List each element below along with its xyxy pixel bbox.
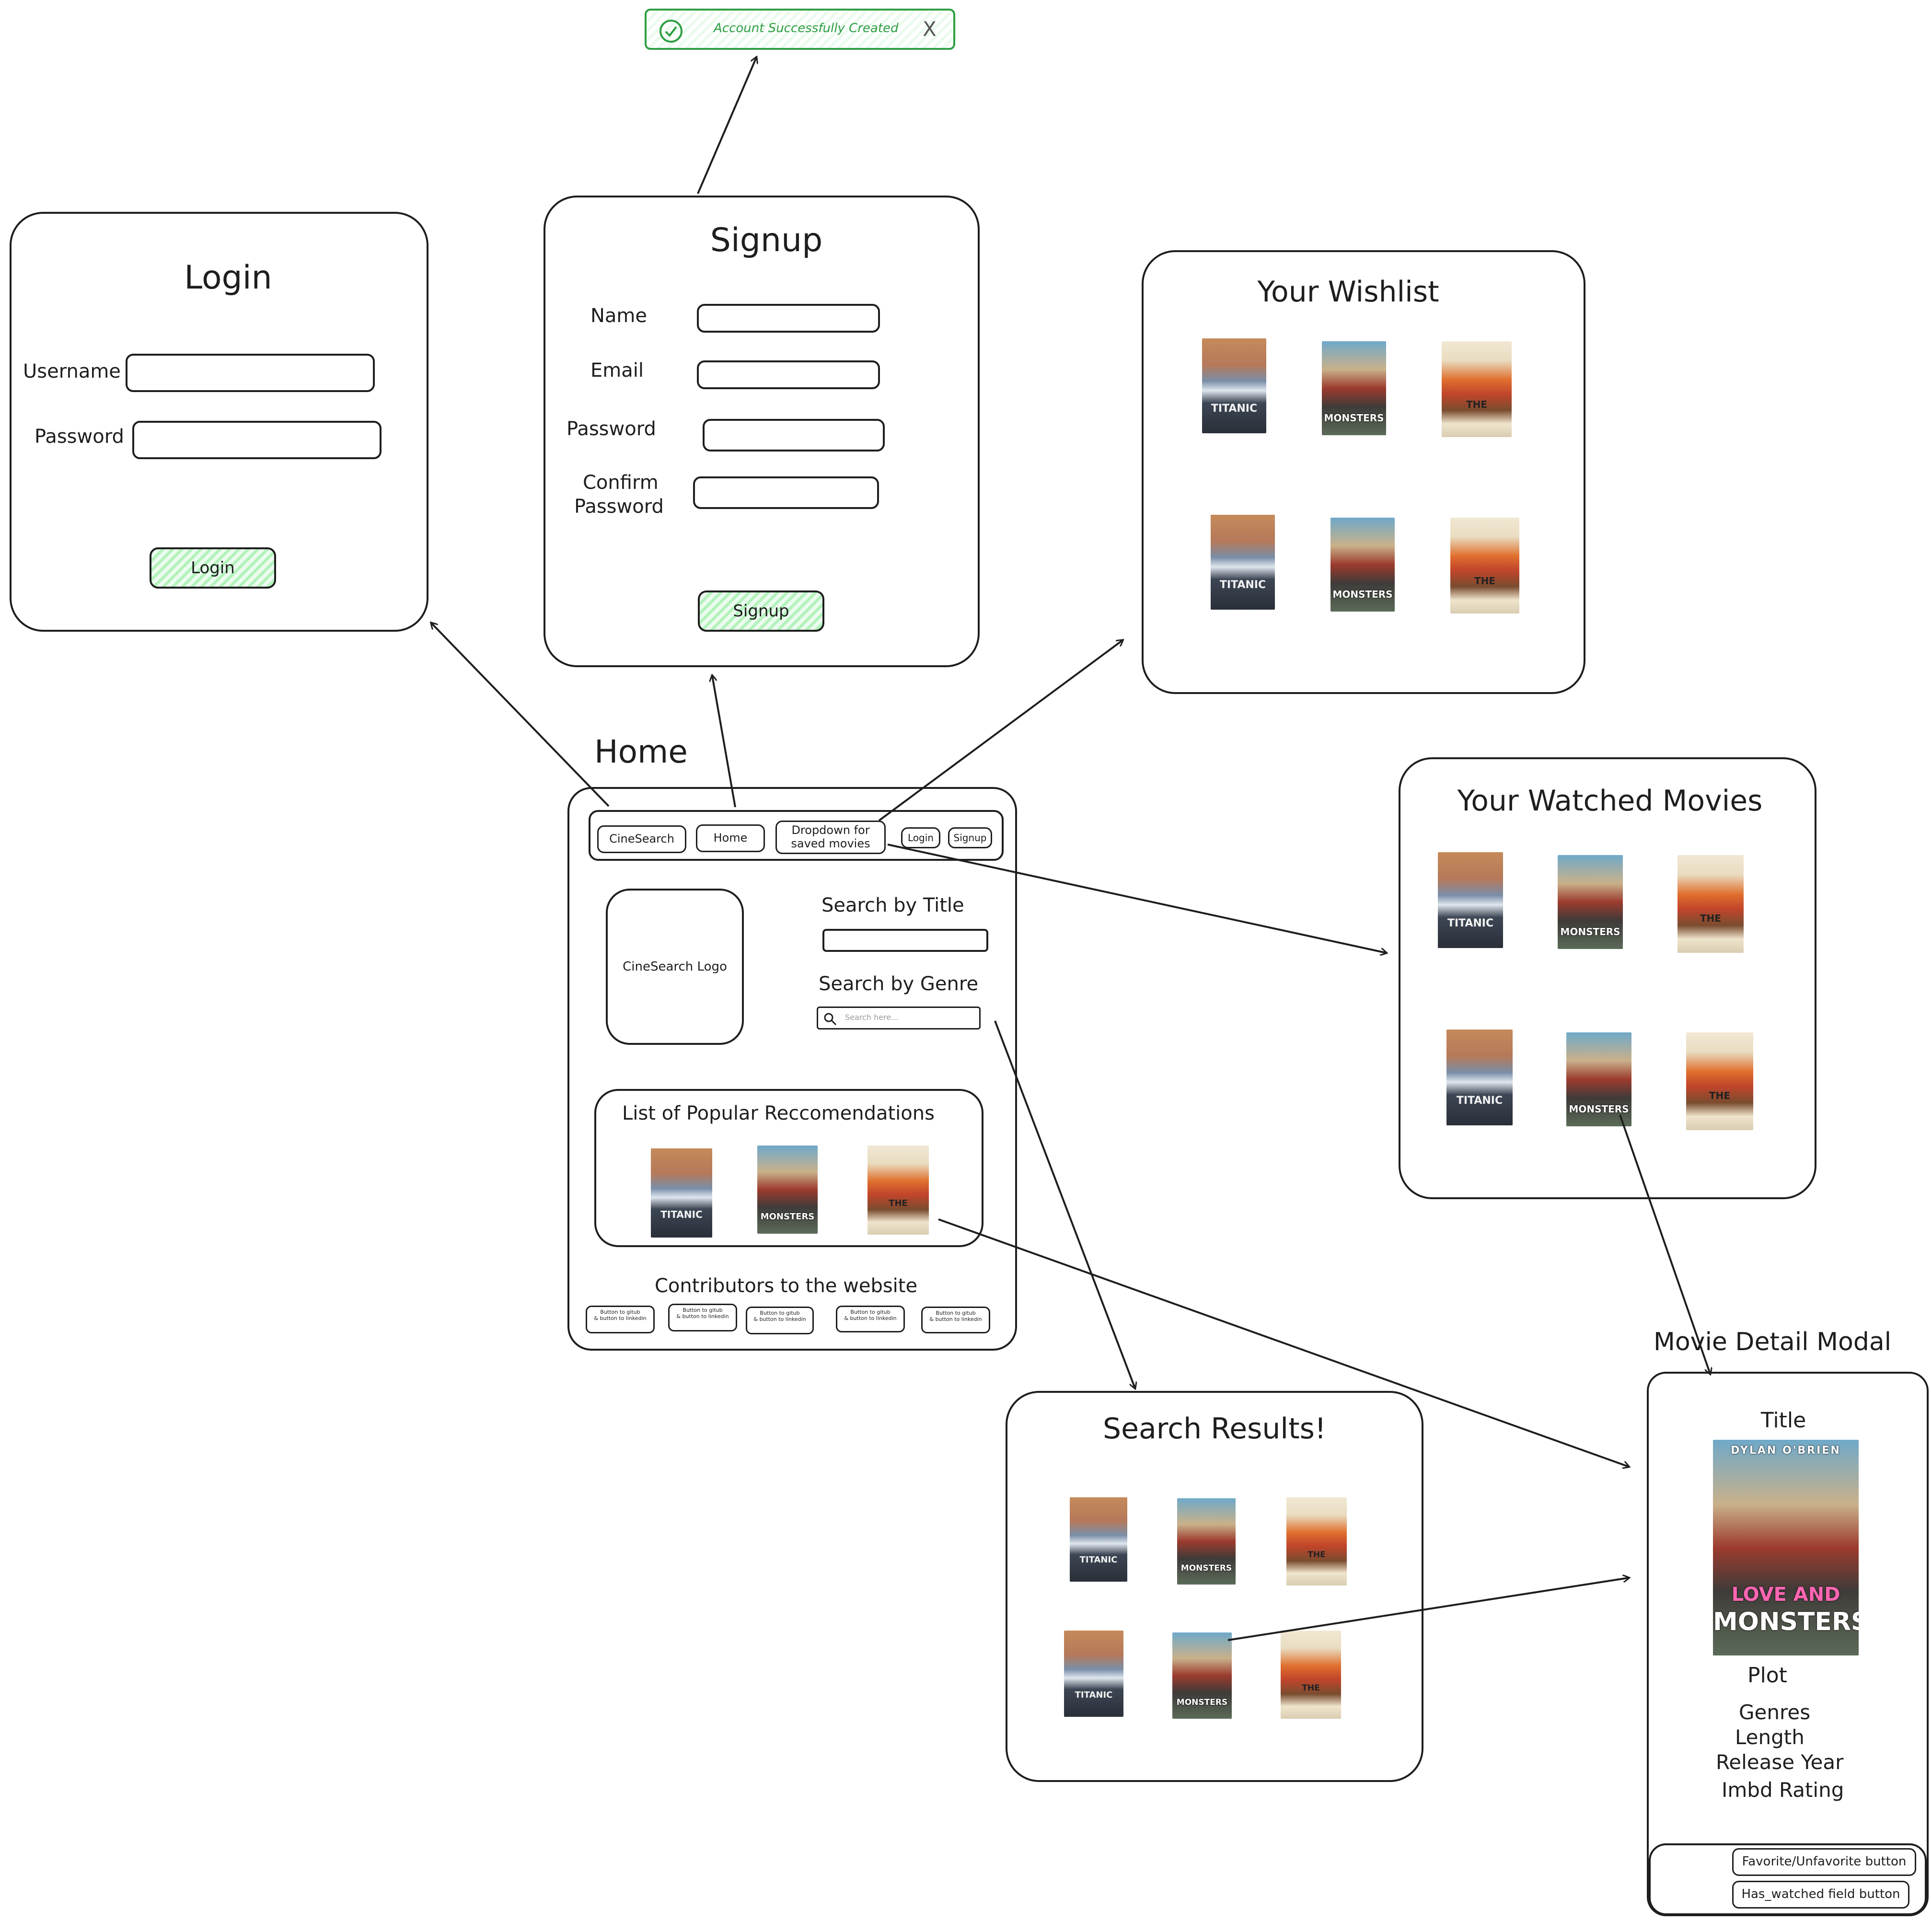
poster-suicide-squad[interactable]: THE <box>1281 1631 1341 1719</box>
wishlist-title: Your Wishlist <box>1257 275 1439 309</box>
contributor-button[interactable]: Button to gitub& button to linkedin <box>746 1307 814 1334</box>
contributor-button[interactable]: Button to gitub& button to linkedin <box>668 1304 737 1331</box>
email-input[interactable] <box>697 360 880 389</box>
poster-suicide-squad[interactable]: THE <box>1677 855 1744 953</box>
poster-suicide-squad[interactable]: THE <box>1442 341 1512 437</box>
signup-button[interactable]: Signup <box>698 590 824 632</box>
home-frame <box>567 787 1017 1351</box>
nav-login[interactable]: Login <box>901 827 940 848</box>
logo-text: CineSearch Logo <box>623 960 727 974</box>
arrow-home-to-login <box>431 623 610 807</box>
search-title-label: Search by Title <box>821 894 964 916</box>
nav-dropdown-line-1: Dropdown for <box>791 823 870 837</box>
nav-signup[interactable]: Signup <box>948 827 992 848</box>
username-input[interactable] <box>126 354 375 392</box>
nav-dropdown[interactable]: Dropdown for saved movies <box>775 821 886 854</box>
search-title-input[interactable] <box>822 929 988 952</box>
modal-rating: Imbd Rating <box>1722 1778 1844 1802</box>
confirm-label-1: Confirm <box>583 472 659 494</box>
nav-brand[interactable]: CineSearch <box>597 825 686 853</box>
arrow-signup-to-toast <box>697 58 756 194</box>
poster-titanic[interactable]: TITANIC <box>1070 1497 1127 1582</box>
check-circle-icon <box>659 20 683 43</box>
contributor-button[interactable]: Button to gitub& button to linkedin <box>586 1306 655 1333</box>
modal-title: Title <box>1760 1408 1806 1433</box>
poster-titanic[interactable]: TITANIC <box>1438 852 1503 948</box>
password-label: Password <box>35 426 124 448</box>
arrow-genre-to-results <box>994 1020 1135 1388</box>
poster-love-and-monsters[interactable]: MONSTERS <box>1558 855 1623 949</box>
close-icon[interactable]: X <box>923 17 937 41</box>
confirm-label-2: Password <box>574 496 664 518</box>
poster-suicide-squad[interactable]: THE <box>868 1146 929 1235</box>
poster-titanic[interactable]: TITANIC <box>1446 1030 1513 1125</box>
navbar <box>589 810 1004 861</box>
favorite-button[interactable]: Favorite/Unfavorite button <box>1732 1848 1916 1876</box>
search-placeholder: Search here... <box>845 1013 899 1022</box>
watched-title: Your Watched Movies <box>1457 784 1763 818</box>
search-genre-label: Search by Genre <box>819 973 979 995</box>
contributor-button[interactable]: Button to gitub& button to linkedin <box>836 1306 905 1332</box>
modal-length: Length <box>1735 1725 1805 1749</box>
email-label: Email <box>590 359 644 382</box>
modal-poster: DYLAN O'BRIEN LOVE AND MONSTERS <box>1713 1440 1859 1655</box>
poster-titanic[interactable]: TITANIC <box>651 1148 712 1238</box>
toast-message: Account Successfully Created <box>714 21 899 35</box>
logo-box: CineSearch Logo <box>606 889 744 1045</box>
search-icon <box>824 1013 837 1026</box>
search-results-title: Search Results! <box>1103 1412 1326 1446</box>
poster-titanic[interactable]: TITANIC <box>1211 515 1275 610</box>
arrow-popular-to-modal <box>938 1218 1629 1467</box>
modal-plot: Plot <box>1747 1663 1787 1688</box>
arrow-results-to-modal <box>1227 1578 1629 1641</box>
contributors-title: Contributors to the website <box>655 1275 918 1297</box>
poster-suicide-squad[interactable]: THE <box>1450 518 1519 613</box>
arrow-dropdown-to-watched <box>887 844 1386 953</box>
signup-title: Signup <box>710 221 823 259</box>
name-label: Name <box>590 305 648 327</box>
poster-love-and-monsters[interactable]: MONSTERS <box>1322 341 1386 435</box>
popular-title: List of Popular Reccomendations <box>622 1102 935 1124</box>
poster-love-and-monsters[interactable]: MONSTERS <box>1177 1498 1236 1585</box>
name-input[interactable] <box>697 304 880 333</box>
home-heading: Home <box>594 733 688 770</box>
poster-titanic[interactable]: TITANIC <box>1064 1631 1123 1717</box>
success-toast: Account Successfully Created X <box>645 9 955 50</box>
confirm-password-input[interactable] <box>693 476 879 509</box>
poster-love-and-monsters[interactable]: MONSTERS <box>757 1146 818 1234</box>
poster-love-and-monsters[interactable]: MONSTERS <box>1566 1032 1631 1126</box>
modal-genres: Genres <box>1739 1701 1811 1724</box>
signup-password-input[interactable] <box>703 419 885 451</box>
poster-love-and-monsters[interactable]: MONSTERS <box>1172 1632 1232 1719</box>
search-genre-input[interactable]: Search here... <box>817 1007 981 1030</box>
login-title: Login <box>184 259 272 297</box>
nav-dropdown-line-2: saved movies <box>791 837 870 850</box>
arrow-watched-to-modal <box>1619 1114 1710 1374</box>
modal-footer <box>1649 1843 1927 1915</box>
modal-heading: Movie Detail Modal <box>1654 1328 1892 1356</box>
nav-home[interactable]: Home <box>696 824 765 852</box>
login-button[interactable]: Login <box>150 547 276 589</box>
wishlist-frame <box>1142 250 1585 694</box>
poster-love-and-monsters[interactable]: MONSTERS <box>1330 518 1395 612</box>
poster-suicide-squad[interactable]: THE <box>1686 1032 1753 1130</box>
poster-suicide-squad[interactable]: THE <box>1286 1497 1347 1585</box>
signup-password-label: Password <box>567 418 656 440</box>
watched-button[interactable]: Has_watched field button <box>1732 1881 1909 1909</box>
contributor-button[interactable]: Button to gitub& button to linkedin <box>921 1307 990 1333</box>
arrow-home-to-signup <box>712 676 736 808</box>
poster-titanic[interactable]: TITANIC <box>1202 338 1266 433</box>
username-label: Username <box>23 360 121 382</box>
arrow-dropdown-to-wishlist <box>878 640 1122 822</box>
password-input[interactable] <box>132 421 382 459</box>
modal-release-year: Release Year <box>1716 1750 1844 1774</box>
popular-box <box>594 1089 983 1247</box>
